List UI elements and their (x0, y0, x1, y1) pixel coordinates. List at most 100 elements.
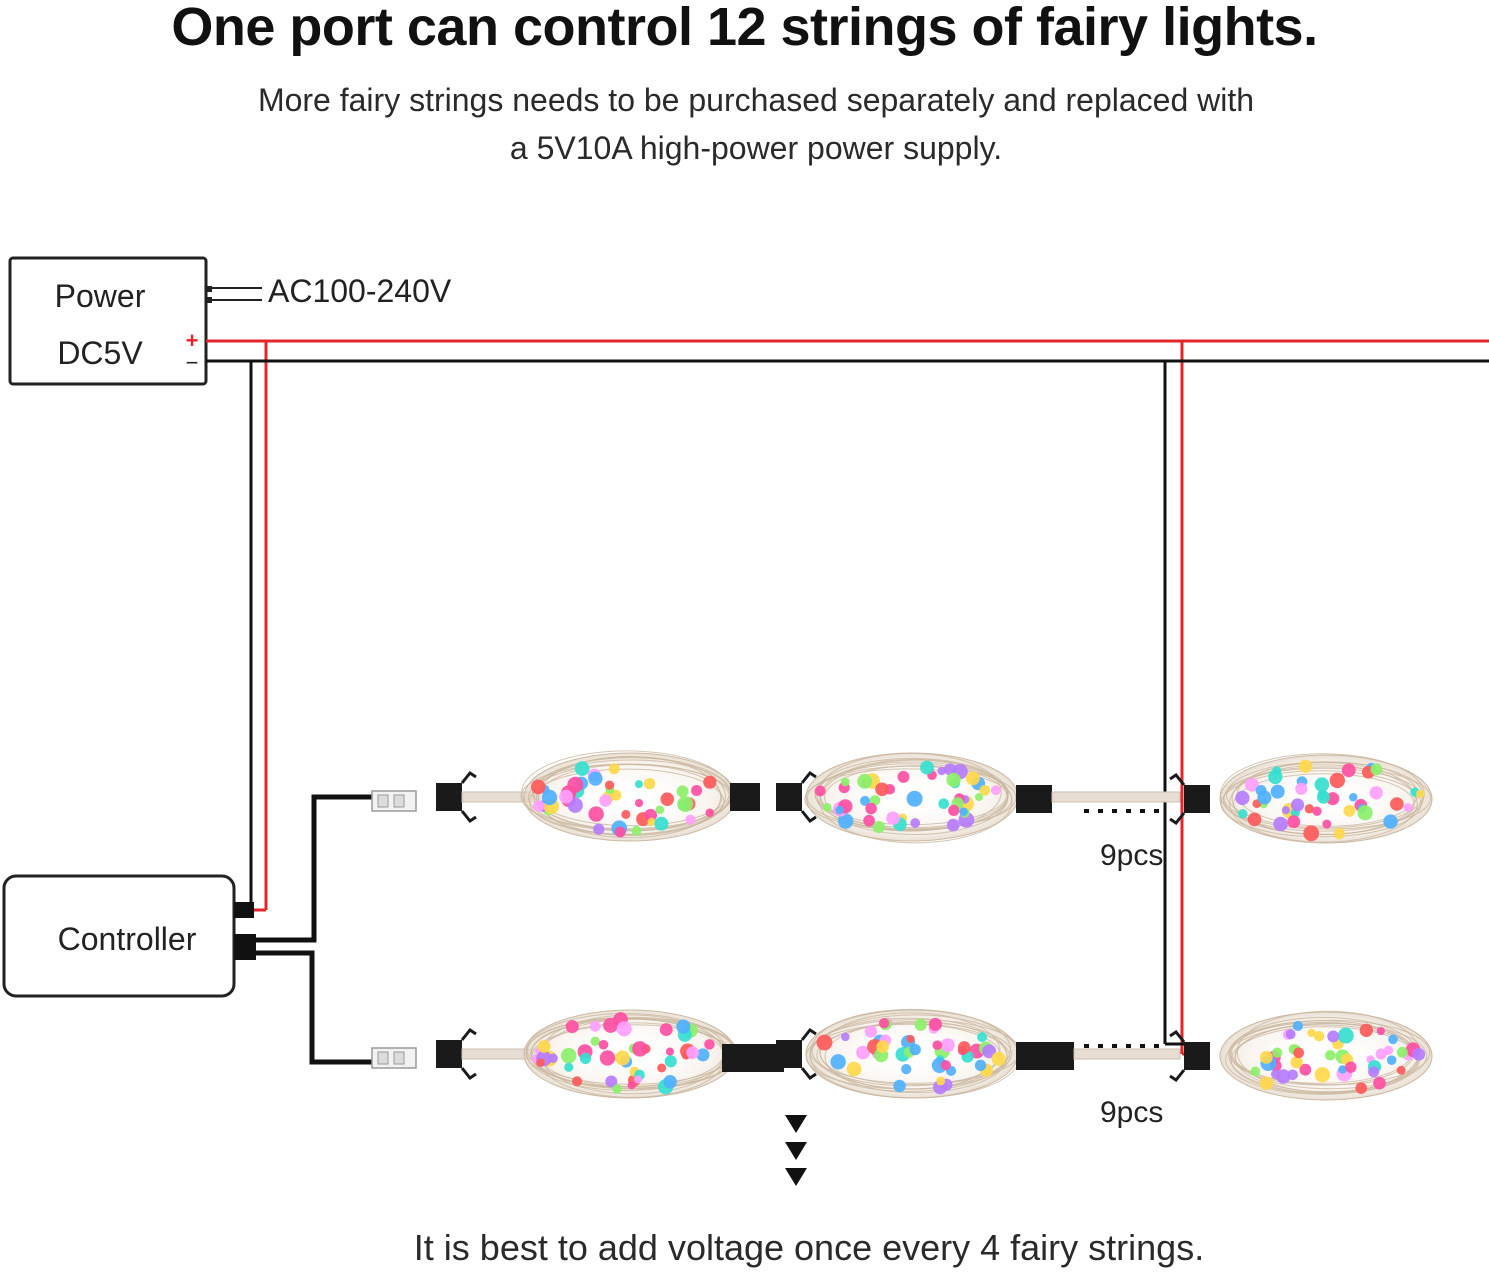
bulb (991, 1051, 1006, 1066)
bulb (627, 1081, 636, 1090)
bulb (893, 1079, 906, 1093)
bulb (1390, 797, 1404, 811)
input-connector (371, 790, 417, 812)
bulb (940, 1060, 951, 1071)
bulb (864, 1025, 878, 1038)
bulb (608, 763, 620, 775)
bulb (1285, 1029, 1296, 1040)
bulb (677, 796, 694, 812)
bulb (1333, 828, 1345, 840)
controller-power-port (234, 902, 254, 918)
bulb (948, 804, 960, 817)
bulb (1388, 1034, 1398, 1045)
bulb (660, 792, 675, 806)
bulb (612, 1084, 622, 1094)
bulb (909, 1043, 921, 1056)
bulb (685, 814, 696, 825)
bulb (605, 1075, 618, 1088)
bulb (1386, 1055, 1397, 1065)
positive-bus-wire (206, 339, 1489, 1056)
fairy-light-coil (804, 752, 1019, 844)
bulb (1235, 790, 1250, 806)
bulb (1271, 1069, 1281, 1080)
bulb (634, 780, 643, 789)
bulb (1341, 763, 1356, 778)
bulb (1343, 804, 1356, 817)
bulb (830, 1054, 846, 1070)
input-connector (371, 1047, 417, 1069)
bulb (599, 1050, 616, 1066)
connector (776, 770, 817, 824)
bulb (841, 1032, 850, 1042)
controller-output-port (234, 934, 256, 960)
bulb (614, 826, 626, 838)
bulb (901, 1064, 912, 1075)
continuation-dot (1140, 1044, 1145, 1048)
continuation-arrows (785, 1115, 807, 1186)
bulb (1317, 790, 1330, 804)
bulb (1396, 1046, 1408, 1058)
bulb (1307, 1028, 1316, 1037)
cable (1073, 1048, 1181, 1060)
light-row-1 (371, 750, 1433, 844)
bulb (1290, 1056, 1303, 1069)
bulb (533, 800, 545, 812)
down-arrow-icon (785, 1115, 807, 1133)
bulb (616, 1021, 632, 1037)
bulb (1329, 772, 1345, 789)
bulb (840, 777, 850, 787)
bulb (1368, 1066, 1380, 1078)
bulb (1298, 759, 1313, 773)
connector (1169, 1029, 1210, 1083)
bulb (990, 785, 1001, 796)
bulb (897, 770, 910, 783)
bulb (1415, 789, 1425, 799)
bulb (1281, 806, 1290, 815)
bulb (872, 821, 885, 834)
bulb (1290, 798, 1305, 812)
bulb (1304, 804, 1315, 814)
bulb (920, 760, 934, 775)
bulb (946, 818, 960, 832)
bulb (936, 1076, 946, 1086)
bulb (1238, 809, 1248, 819)
power-label: Power (55, 278, 146, 314)
subtitle-line-1: More fairy strings needs to be purchased… (257, 82, 1255, 118)
bulb (588, 806, 604, 822)
bulb (957, 1041, 971, 1054)
bulb (1376, 1026, 1385, 1036)
bulb (937, 766, 946, 776)
light-row-2 (371, 1008, 1433, 1101)
bulb (588, 771, 603, 786)
bulb (876, 1040, 889, 1053)
bulb (631, 825, 642, 836)
bulb (1345, 1061, 1357, 1073)
bulb (1383, 814, 1398, 829)
continuation-dot (1154, 1044, 1159, 1048)
continuation-dot (1126, 1044, 1131, 1048)
bulb (932, 1040, 943, 1051)
ac-terminal-top (206, 286, 212, 292)
bulb (1314, 777, 1330, 792)
voltage-tip: It is best to add voltage once every 4 f… (413, 1227, 1205, 1268)
bulb (1369, 786, 1383, 800)
bulb (604, 780, 615, 790)
bulb (567, 797, 583, 813)
bulb (906, 790, 923, 807)
bulb (663, 1074, 677, 1089)
bulb (906, 1034, 915, 1044)
bulb (977, 1032, 988, 1043)
bulb (665, 1047, 675, 1056)
bulb (632, 1041, 648, 1057)
bulb (1303, 825, 1320, 842)
bulb (822, 803, 832, 812)
bulb (705, 808, 715, 818)
bulb (959, 807, 968, 816)
bulb (571, 1076, 583, 1087)
bulb (914, 1018, 927, 1031)
connector (776, 1027, 817, 1081)
negative-bus-wire (206, 359, 1489, 1046)
bulb (865, 802, 877, 815)
subtitle-line-2: a 5V10A high-power power supply. (509, 130, 1003, 166)
bulb (1272, 766, 1282, 776)
